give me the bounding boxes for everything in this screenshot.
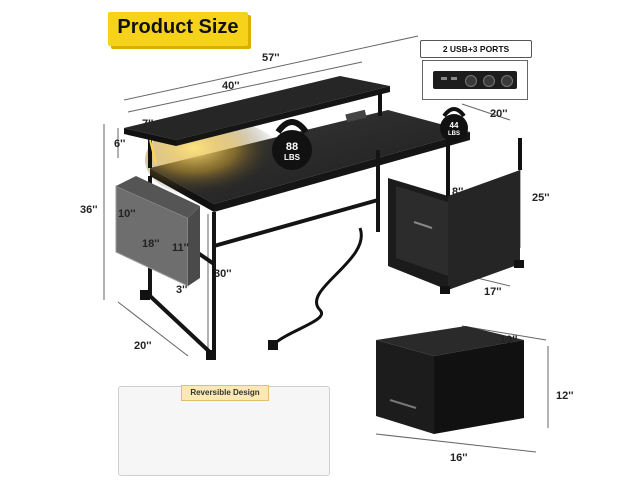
dim-total-height: 36'' [80,204,98,216]
dim-bag-width: 18'' [142,238,160,250]
dim-shelf-depth: 7'' [142,118,154,130]
kettlebell-44-icon [440,107,468,142]
drawer-handle [389,399,417,409]
ports-label: 2 USB+3 PORTS [420,40,532,58]
dim-bag-height: 10'' [118,208,136,220]
cabinet-drawer [396,186,448,276]
dim-cabinet-width: 17'' [484,286,502,298]
kettlebell-88-icon [272,119,312,170]
dim-desk-depth: 20'' [134,340,152,352]
fabric-drawer [376,340,434,434]
weight-side-unit: LBS [448,131,460,137]
fabric-drawer-top [376,326,524,356]
dim-drawer-depth: 19'' [500,334,518,346]
dim-shelf-gap: 8'' [452,186,464,198]
power-strip-icon [433,71,517,89]
title-badge: Product Size [108,12,248,46]
weight-top-value: 88 [285,141,299,153]
led-strip [149,139,157,165]
power-cable [273,227,363,346]
dim-shelf-width: 40'' [222,80,240,92]
dim-side-depth: 20'' [490,108,508,120]
reversible-design-panel: Reversible Design [118,385,330,476]
page-title: Product Size [117,16,239,38]
weight-top-unit: LBS [284,153,300,162]
dim-drawer-width: 16'' [450,452,468,464]
dim-drawer-height: 12'' [556,390,574,402]
reversible-title: Reversible Design [181,385,269,401]
power-socket [345,109,367,123]
dim-bag-depth: 11'' [172,242,189,254]
dim-cabinet-height: 25'' [532,192,550,204]
weight-side-value: 44 [449,121,459,130]
power-strip-inset [422,60,528,100]
dim-bag-gap: 3'' [176,284,188,296]
dim-shelf-height: 6'' [114,138,126,150]
dim-desk-clearance: 30'' [214,268,232,280]
dim-total-width: 57'' [262,52,280,64]
monitor-shelf [124,76,390,140]
